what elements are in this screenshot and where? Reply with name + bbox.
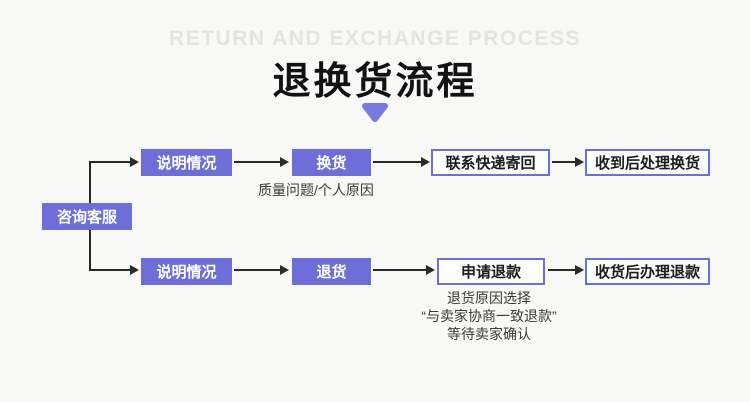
flow-step-explain-situation-bottom: 说明情况 — [141, 258, 232, 285]
arrow-bottom-4 — [548, 265, 584, 275]
arrow-bottom-2 — [234, 265, 289, 275]
arrow-top-2 — [234, 157, 289, 167]
flow-step-explain-situation-top: 说明情况 — [141, 149, 232, 176]
flow-step-apply-refund: 申请退款 — [437, 258, 545, 285]
arrow-top-1 — [91, 157, 139, 167]
page-title: 退换货流程 — [272, 61, 478, 103]
start-node-consult-service: 咨询客服 — [42, 203, 132, 230]
watermark-text: RETURN AND EXCHANGE PROCESS — [169, 27, 581, 50]
arrow-top-3 — [373, 157, 430, 167]
arrow-bottom-1 — [91, 265, 139, 275]
flow-step-contact-courier-return: 联系快递寄回 — [431, 149, 550, 176]
flow-step-process-refund-after-receipt: 收货后办理退款 — [585, 258, 710, 285]
flow-step-process-exchange-after-receipt: 收到后处理换货 — [585, 149, 710, 176]
branch-connector-up — [89, 161, 91, 203]
note-select-return-reason: 退货原因选择 — [447, 290, 531, 306]
note-wait-seller-confirmation: 等待卖家确认 — [447, 326, 531, 342]
down-arrow-icon — [362, 103, 388, 122]
flow-step-return-goods: 退货 — [292, 258, 371, 285]
note-agree-refund-with-seller: “与卖家协商一致退款” — [421, 308, 557, 324]
branch-connector-down — [89, 230, 91, 271]
arrow-top-4 — [552, 157, 584, 167]
refund-notes: 退货原因选择 “与卖家协商一致退款” 等待卖家确认 — [389, 289, 589, 343]
arrow-bottom-3 — [373, 265, 435, 275]
note-quality-or-personal-reason: 质量问题/个人原因 — [258, 182, 374, 198]
flow-step-exchange-goods: 换货 — [292, 149, 371, 176]
